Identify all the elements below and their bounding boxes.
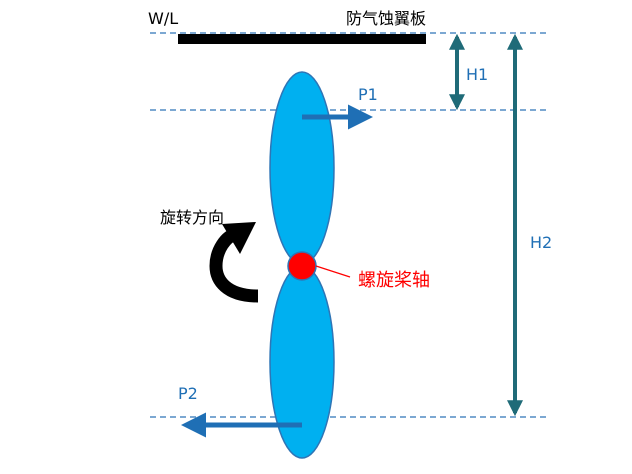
upper-blade: [269, 71, 335, 265]
lower-blade: [269, 265, 335, 459]
propeller-shaft-label: 螺旋桨轴: [358, 270, 430, 291]
anti-erosion-plate: [178, 34, 426, 44]
hub-leader-line: [315, 265, 351, 278]
water-line-label: W/L: [148, 9, 178, 28]
anti-erosion-plate-label: 防气蚀翼板: [346, 9, 426, 28]
p1-label: P1: [358, 85, 378, 104]
h2-label: H2: [530, 233, 552, 252]
rotation-arrow-icon: [209, 222, 259, 303]
propeller-hub: [287, 251, 317, 281]
h1-label: H1: [466, 65, 488, 84]
rotation-direction-label: 旋转方向: [160, 208, 224, 227]
p2-label: P2: [178, 384, 198, 403]
